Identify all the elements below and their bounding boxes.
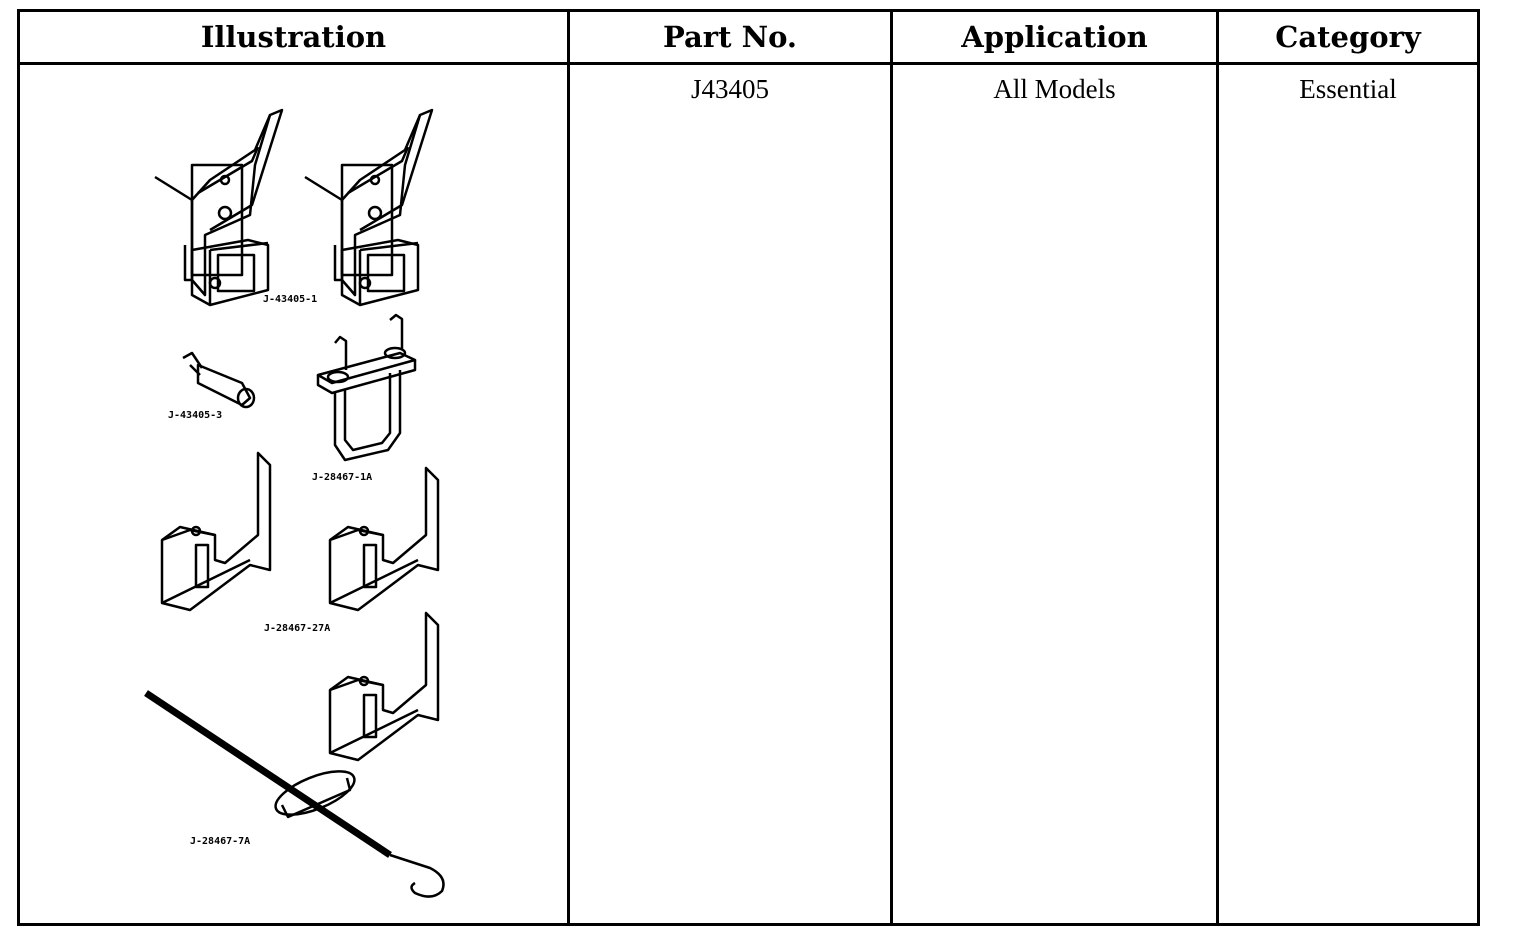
u-clamp-part — [316, 313, 417, 462]
column-divider — [567, 12, 570, 923]
header-application: Application — [961, 20, 1148, 54]
label-hook-pair: J-28467-27A — [264, 623, 330, 634]
bracket-right — [304, 108, 434, 307]
label-puller: J-28467-7A — [190, 836, 250, 847]
column-divider — [1216, 12, 1219, 923]
category-value: Essential — [1299, 74, 1397, 104]
header-divider — [20, 62, 1477, 65]
bracket-left — [154, 108, 284, 307]
part-number: J43405 — [690, 74, 769, 104]
column-divider — [890, 12, 893, 923]
header-part-no: Part No. — [662, 20, 798, 54]
puller-part — [144, 690, 445, 898]
spacer-part — [182, 351, 256, 409]
label-u-clamp: J-28467-1A — [312, 472, 372, 483]
hook-part-bottom — [328, 611, 440, 762]
hook-part-right — [328, 466, 440, 612]
header-illustration: Illustration — [200, 20, 387, 54]
tool-table: Illustration Part No. Application Catego… — [17, 9, 1480, 926]
application-value: All Models — [993, 74, 1116, 104]
label-bracket: J-43405-1 — [263, 294, 317, 305]
tool-illustration: J-43405-1 J-43405-3 J-28467-1A J-28467-2… — [144, 108, 445, 898]
header-category: Category — [1275, 20, 1421, 54]
label-spacer: J-43405-3 — [168, 410, 222, 421]
hook-part-left — [160, 451, 272, 612]
